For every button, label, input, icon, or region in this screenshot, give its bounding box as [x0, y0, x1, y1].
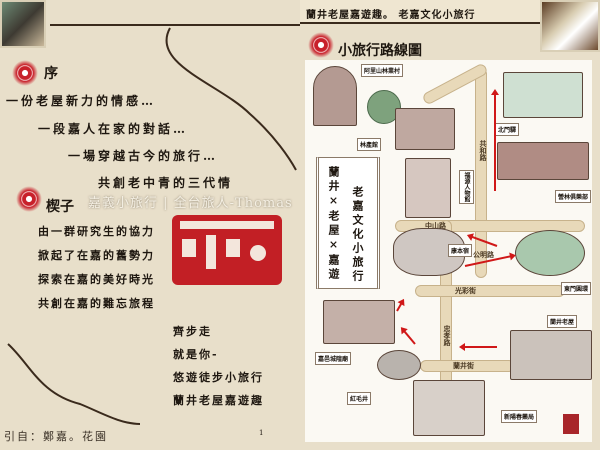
flower-icon	[308, 32, 334, 58]
divider	[50, 24, 300, 26]
map-title: 小旅行路線圖	[338, 43, 422, 59]
place-label: 營林俱樂部	[555, 190, 592, 203]
scroll-text-right: 老嘉文化小旅行	[351, 186, 364, 284]
well-illustration	[377, 350, 421, 380]
preface-line: 一場穿越古今的旅行…	[68, 149, 219, 163]
corner-photo-right	[540, 0, 600, 52]
title-scroll: 蘭井×老屋×嘉遊 老嘉文化小旅行	[316, 157, 380, 289]
closing-line: 就是你-	[173, 348, 219, 361]
route-arrow	[401, 328, 416, 345]
place-label: 阿里山林業村	[361, 64, 404, 77]
house-stamp-image	[172, 215, 282, 285]
intro-heading: 楔子	[46, 199, 74, 215]
preface-heading: 序	[44, 66, 58, 82]
building-illustration	[503, 72, 583, 118]
scroll-text-left: 蘭井×老屋×嘉遊	[327, 166, 340, 282]
place-label: 新陽春藥局	[501, 410, 538, 423]
closing-line: 蘭井老屋嘉遊趣	[173, 394, 264, 407]
preface-line: 共創老中青的三代情	[98, 176, 234, 190]
route-arrow	[461, 346, 497, 348]
building-illustration	[497, 142, 589, 180]
flower-icon	[12, 60, 38, 86]
flower-icon	[16, 186, 42, 212]
intro-line: 由一群研究生的協力	[38, 225, 155, 238]
road	[475, 68, 487, 278]
road-label: 光彩街	[455, 286, 476, 295]
corner-photo-left	[0, 0, 46, 48]
road-label: 中山路	[425, 221, 446, 230]
intro-line: 探索在嘉的美好時光	[38, 273, 155, 286]
building-illustration	[405, 158, 451, 218]
road-label: 共和路	[479, 140, 488, 161]
source-credit: 引自：鄭嘉。花園	[4, 430, 108, 443]
route-arrow	[396, 300, 404, 312]
header-title: 蘭井老屋嘉遊趣。 老嘉文化小旅行	[300, 0, 540, 24]
roundabout-illustration	[515, 230, 585, 276]
place-label: 福源人物館	[459, 170, 474, 204]
road-label: 忠孝路	[443, 325, 452, 346]
closing-line: 悠遊徒步小旅行	[173, 371, 264, 384]
intro-line: 掀起了在嘉的舊勢力	[38, 249, 155, 262]
place-label: 北門驛	[495, 123, 520, 136]
place-label: 蘭井老屋	[547, 315, 578, 328]
place-label: 林產館	[357, 138, 382, 151]
old-house-illustration	[510, 330, 592, 380]
page-number: 1	[259, 429, 264, 437]
place-label: 康本宿	[448, 244, 473, 257]
temple-illustration	[323, 300, 395, 344]
closing-line: 齊步走	[173, 325, 212, 338]
road	[415, 285, 565, 297]
place-label: 嘉邑城隍廟	[315, 352, 352, 365]
preface-line: 一份老屋新力的情感…	[6, 94, 157, 108]
place-label: 紅毛井	[347, 392, 372, 405]
intro-line: 共創在嘉的難忘旅程	[38, 297, 155, 310]
road-label: 公明路	[473, 250, 494, 259]
flourish-ornament	[7, 27, 297, 425]
watermark: 嘉義小旅行 | 全台旅人-Thomas	[88, 196, 293, 211]
place-label: 東門圓環	[561, 282, 592, 295]
pharmacy-illustration	[413, 380, 485, 436]
preface-line: 一段嘉人在家的對話…	[38, 122, 189, 136]
building-illustration	[395, 108, 455, 150]
road-label: 蘭井街	[453, 361, 474, 370]
route-arrow	[494, 91, 496, 191]
logo-seal-icon	[563, 414, 579, 434]
pagoda-illustration	[313, 66, 357, 126]
